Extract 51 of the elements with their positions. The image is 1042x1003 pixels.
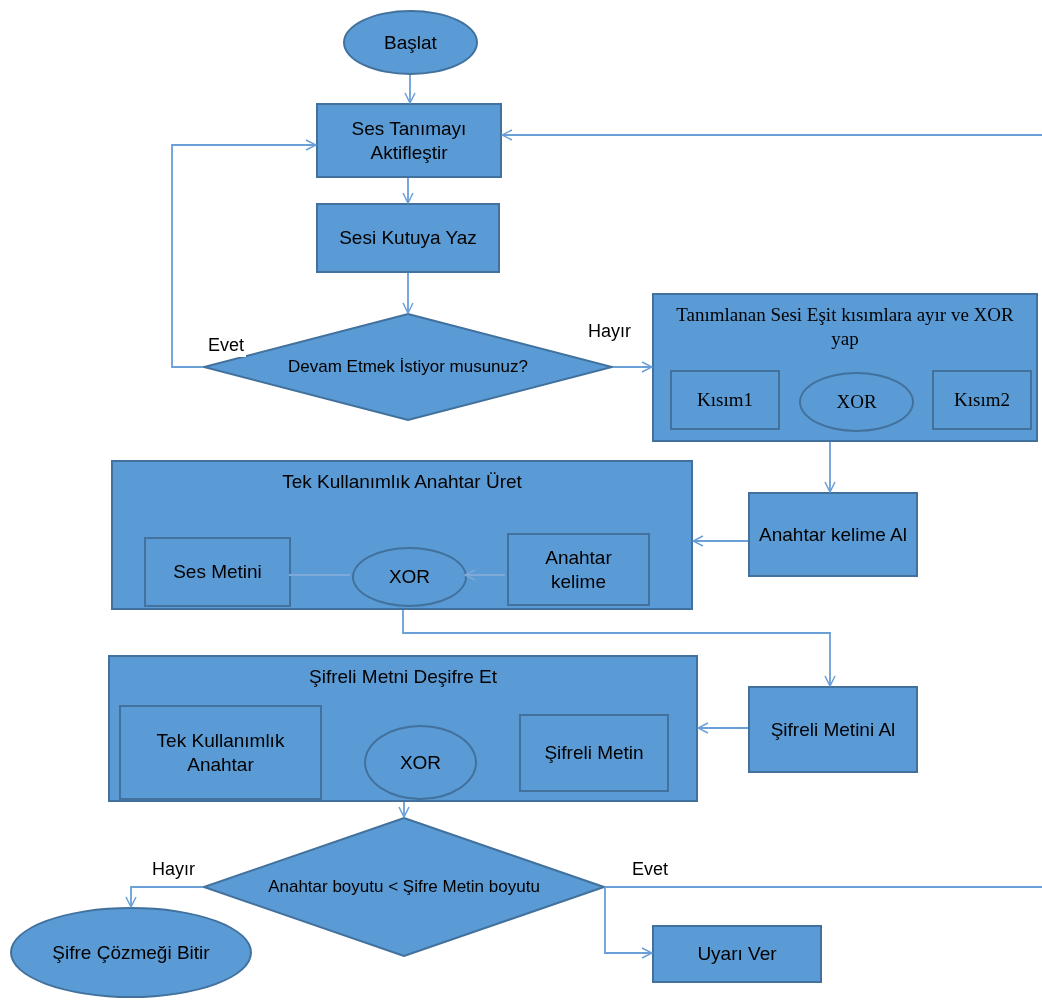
arrow [398,801,410,818]
node-text: Ses Tanımayı Aktifleştir [350,116,468,165]
node-text: Devam Etmek İstiyor musunuz? [287,356,529,378]
group-heading: Şifreli Metni Deşifre Et [308,665,498,689]
node-text: Anahtar boyutu < Şifre Metin boyutu [267,876,541,898]
process-box [670,370,780,430]
connector-line [604,886,1042,888]
process-box [507,533,650,606]
process-box [119,705,322,800]
node-text: XOR [835,390,878,414]
process-box [652,925,822,983]
node-text: Sesi Kutuya Yaz [338,226,478,250]
process-box [748,492,918,577]
node-text: Uyarı Ver [696,942,778,966]
arrow [697,722,749,734]
node-text: Ses Metini [172,560,263,584]
group-box [652,293,1038,442]
group-box [111,460,693,610]
process-box [316,203,500,273]
node-text: Şifre Çözmeği Bitir [51,940,211,965]
group-heading: Tek Kullanımlık Anahtar Üret [281,470,523,494]
arrow [612,361,653,373]
arrow [464,569,506,581]
node-text: Anahtar kelime [544,545,613,594]
process-box [316,103,502,178]
arrow [692,535,749,547]
arrow [824,441,836,493]
process-box [144,537,291,607]
group-box [108,655,698,802]
process-box [748,686,918,773]
node-text: XOR [387,565,432,589]
process-box [519,714,669,792]
arrow [501,129,1042,141]
connector-line [288,574,351,576]
node-text: Tek Kullanımlık Anahtar [155,728,286,777]
process-box [932,370,1032,430]
node-text: Kısım1 [696,388,754,412]
arrow [604,886,653,959]
node-text: Kısım2 [953,388,1011,412]
arrow [402,177,414,204]
group-heading: Tanımlanan Sesi Eşit kısımlara ayır ve XOR yap [675,303,1015,351]
arrow [171,139,317,368]
node-text: XOR [398,750,443,775]
node-text: Şifreli Metini Al [769,717,897,742]
arrow [125,886,204,908]
node-text: Anahtar kelime Al [758,522,908,547]
arrow [402,272,414,314]
node-text: Başlat [383,30,438,55]
node-text: Şifreli Metin [543,741,645,765]
arrow [402,609,836,687]
arrow [404,74,416,104]
